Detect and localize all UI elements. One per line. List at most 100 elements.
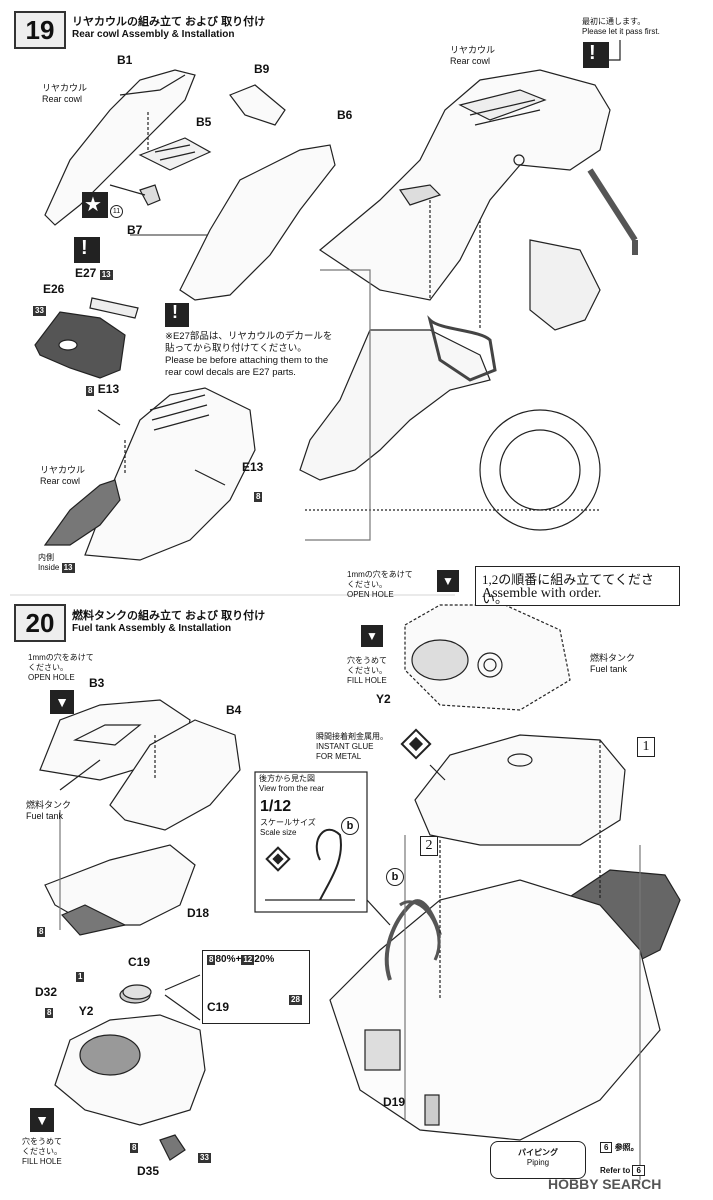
star-icon: ★ xyxy=(84,194,102,216)
rear-cowl-label-en: Rear cowl xyxy=(42,94,83,104)
fill-icon-left: ▼ xyxy=(30,1108,54,1132)
order-note-en: Assemble with order. xyxy=(482,586,602,601)
open-hole-jp-2: ください。 xyxy=(28,663,68,672)
fill-icon-right: ▼ xyxy=(361,625,383,647)
refer-to-en: Refer to xyxy=(600,1166,631,1175)
rear-cowl-label-3: リヤカウル Rear cowl xyxy=(450,45,495,67)
paint-33-d35: 33 xyxy=(198,1153,211,1163)
scale-size-en: Scale size xyxy=(260,828,297,837)
fuel-tank-label-right-en: Fuel tank xyxy=(590,664,628,674)
paint-code-8b: 8 xyxy=(254,486,263,504)
order-note-jp: 1,2の順番に組み立ててください。 xyxy=(482,572,654,606)
part-e13-lower: E13 xyxy=(242,460,264,474)
paint-33: 33 xyxy=(33,306,46,316)
ref-step-num: 6 xyxy=(600,1142,613,1153)
rear-cowl-label-2-jp: リヤカウル xyxy=(40,465,86,475)
order-marker-2: 2 xyxy=(420,836,438,856)
part-d32: D32 xyxy=(35,985,58,999)
step-19-subtitle: Rear cowl Assembly & Installation xyxy=(72,29,235,40)
rear-view-note: 後方から見た図 View from the rear xyxy=(259,774,324,794)
paint-13b: 13 xyxy=(61,563,75,573)
mix-color-1: 8 xyxy=(207,955,216,965)
part-e27: E27 13 xyxy=(75,266,113,280)
caution-icon: ! xyxy=(81,237,88,259)
open-hole-en: OPEN HOLE xyxy=(28,673,75,682)
fuel-tank-label-en: Fuel tank xyxy=(26,811,64,821)
paint-8b-d32: 8 xyxy=(45,1008,54,1018)
callout-b-inset: b xyxy=(341,817,359,835)
scale-size-note: スケールサイズ Scale size xyxy=(260,818,316,838)
scale-label: 1/12 xyxy=(260,798,292,815)
paint-13a: 13 xyxy=(99,270,113,280)
fill-hole-jp-2: ください。 xyxy=(22,1147,62,1156)
part-e27-label: E27 xyxy=(75,266,97,280)
paint-8b: 8 xyxy=(254,492,263,502)
paint-code-33-d35: 33 xyxy=(198,1147,211,1165)
open-hole2-jp-2: ください。 xyxy=(347,580,387,589)
open-hole2-jp-1: 1mmの穴をあけて xyxy=(347,570,413,579)
paint-code-8-seat: 8 xyxy=(37,921,46,939)
refer-to-note: Refer to 6 xyxy=(600,1165,645,1176)
pass-first-jp: 最初に通します。 xyxy=(582,17,646,26)
open-hole-jp-1: 1mmの穴をあけて xyxy=(28,653,94,662)
mix-pct-2: 20% xyxy=(254,954,275,965)
fill-hole-note-left: 穴をうめて ください。 FILL HOLE xyxy=(22,1137,62,1167)
paint-28: 28 xyxy=(289,995,302,1005)
paint-8a: 8 xyxy=(86,386,95,396)
piping-jp: パイピング xyxy=(518,1148,558,1157)
callout-b-main: b xyxy=(386,868,404,886)
part-c19-top: C19 xyxy=(128,955,151,969)
rear-cowl-label-2-en: Rear cowl xyxy=(40,476,81,486)
watermark-text: HOBBY SEARCH xyxy=(548,1176,662,1192)
rear-cowl-label-3-en: Rear cowl xyxy=(450,56,491,66)
part-b9: B9 xyxy=(254,62,270,76)
fuel-tank-label-jp: 燃料タンク xyxy=(26,800,72,810)
paint-1: 1 xyxy=(76,972,85,982)
paint-code-11: 11 xyxy=(110,200,123,218)
fuel-tank-label: 燃料タンク Fuel tank xyxy=(26,800,71,822)
order-note-box: 1,2の順番に組み立ててください。 Assemble with order. xyxy=(475,566,680,606)
inside-label: 内側 Inside 13 xyxy=(38,553,75,573)
part-b3: B3 xyxy=(89,676,105,690)
rear-cowl-label-2: リヤカウル Rear cowl xyxy=(40,465,85,487)
scale-size-jp: スケールサイズ xyxy=(260,818,316,827)
caution-icon: ! xyxy=(589,42,596,64)
glue-note-en-2: FOR METAL xyxy=(316,752,362,761)
glue-note: 瞬間接着剤金属用。 INSTANT GLUE FOR METAL xyxy=(316,732,388,762)
caution-icon: ! xyxy=(172,302,178,322)
part-y2-left: 8 Y2 xyxy=(45,1004,93,1018)
fuel-tank-label-right: 燃料タンク Fuel tank xyxy=(590,653,635,675)
pass-first-en: Please let it pass first. xyxy=(582,27,660,36)
ref-jp: 参照。 xyxy=(614,1143,639,1152)
rear-view-jp: 後方から見た図 xyxy=(259,774,315,783)
watermark: HOBBY SEARCH xyxy=(548,1176,661,1192)
part-b5: B5 xyxy=(196,115,212,129)
fill-hole-jp-1: 穴をうめて xyxy=(22,1137,62,1146)
fill-hole-note-right: 穴をうめて ください。 FILL HOLE xyxy=(347,656,387,686)
part-y2-left-label: Y2 xyxy=(78,1004,94,1018)
fill-hole-en: FILL HOLE xyxy=(22,1157,62,1166)
paint-code-1: 1 xyxy=(76,966,85,984)
open-hole2-en: OPEN HOLE xyxy=(347,590,394,599)
piping-box: パイピング Piping xyxy=(490,1141,586,1179)
rear-cowl-label-3-jp: リヤカウル xyxy=(450,45,496,55)
rear-cowl-label-jp: リヤカウル xyxy=(42,83,88,93)
part-b1: B1 xyxy=(117,53,133,67)
part-b6: B6 xyxy=(337,108,353,122)
decal-note: ※E27部品は、リヤカウルのデカールを 貼ってから取り付けてください。 Plea… xyxy=(165,331,332,379)
step-20-subtitle: Fuel tank Assembly & Installation xyxy=(72,623,232,634)
paint-8c: 8 xyxy=(130,1143,139,1153)
part-c19-detail: C19 xyxy=(207,1000,230,1014)
fuel-tank-label-right-jp: 燃料タンク xyxy=(590,653,636,663)
part-e26: E26 xyxy=(43,282,65,296)
fill-hole2-en: FILL HOLE xyxy=(347,676,387,685)
fill-hole2-jp-2: ください。 xyxy=(347,666,387,675)
step-19-number: 19 xyxy=(14,11,66,49)
inside-label-jp: 内側 xyxy=(38,553,54,562)
decal-note-jp-1: ※E27部品は、リヤカウルのデカールを xyxy=(165,331,333,342)
rear-view-en: View from the rear xyxy=(259,784,325,793)
decal-note-jp-2: 貼ってから取り付けてください。 xyxy=(165,343,307,354)
step-20-number: 20 xyxy=(14,604,66,642)
